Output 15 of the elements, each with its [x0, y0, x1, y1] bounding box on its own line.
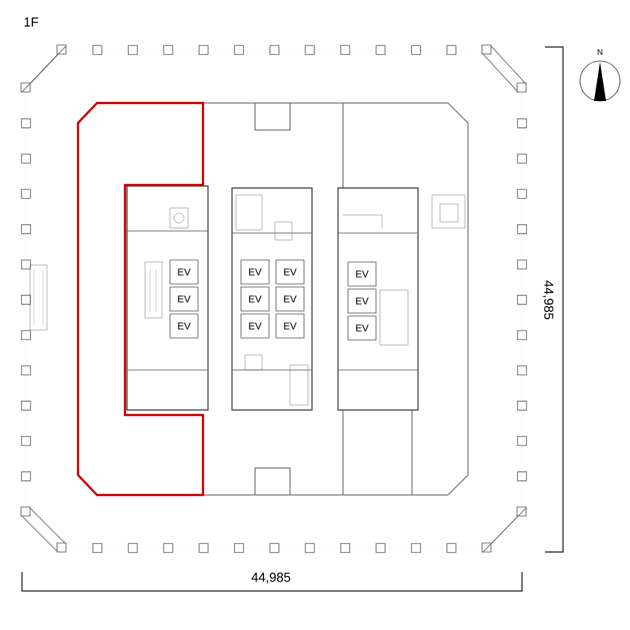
dimension-label: 44,985: [542, 280, 554, 320]
elevator-box: EV: [348, 316, 376, 340]
elevator-box: EV: [348, 262, 376, 286]
elevator-box: EV: [240, 260, 270, 284]
elevator-box: EV: [348, 288, 376, 314]
elevator-box: EV: [170, 286, 198, 312]
elevator-box: EV: [276, 314, 304, 338]
elevator-box: EV: [276, 260, 304, 284]
dimension-label: 44,985: [252, 572, 290, 584]
elevator-box: EV: [240, 314, 270, 338]
elevator-box: EV: [276, 286, 304, 312]
elevator-box: EV: [240, 286, 270, 312]
elevator-box: EV: [170, 314, 198, 338]
elevator-box: EV: [170, 260, 198, 284]
floor-label: 1F: [24, 18, 38, 26]
